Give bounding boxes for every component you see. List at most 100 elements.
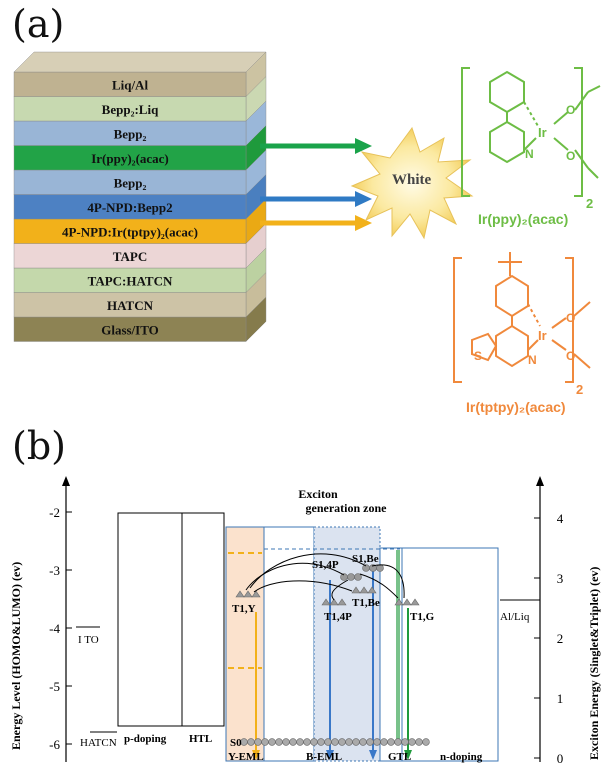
left-tick-label: -2 — [49, 505, 60, 520]
yellow-arrow-head — [355, 215, 372, 231]
exciton-zone-label-2: generation zone — [306, 501, 388, 515]
panel-b-label: (b) — [12, 424, 66, 468]
emission-arrows — [260, 138, 372, 231]
hatcn-label: HATCN — [80, 737, 117, 749]
s0-label: S0 — [230, 737, 242, 749]
s0-circle — [408, 738, 416, 746]
right-tick-label: 3 — [557, 571, 564, 586]
layer-label: Bepp₂:Liq — [102, 102, 159, 117]
b-eml-label: B-EML — [306, 751, 342, 763]
right-tick-label: 2 — [557, 631, 564, 646]
layer-front — [13, 194, 247, 220]
s0-circle — [289, 738, 297, 746]
s0-circle — [387, 738, 395, 746]
yellow-transition-head — [252, 750, 260, 760]
s0-circle — [268, 738, 276, 746]
layer-front — [13, 218, 247, 244]
layer-label: TAPC:HATCN — [88, 273, 173, 288]
panel-a-label: (a) — [12, 2, 65, 46]
layer-label: Glass/ITO — [101, 322, 159, 337]
layer-front — [13, 96, 247, 122]
t1-g-label: T1,G — [410, 611, 435, 623]
t1-y-label: T1,Y — [232, 603, 256, 615]
blue-transition-1-head — [326, 750, 334, 760]
layer-label: 4P-NPD:Ir(tptpy)₂(acac) — [62, 224, 198, 239]
layer-label: Liq/Al — [112, 77, 149, 92]
p-doping-label: p-doping — [124, 733, 167, 745]
s0-circle — [415, 738, 423, 746]
right-tick-label: 1 — [557, 691, 564, 706]
layer-label: 4P-NPD:Bepp2 — [87, 200, 172, 215]
green-arrow-head — [355, 138, 372, 154]
left-ticks: -2 -3 -4 -5 -6 — [49, 505, 72, 752]
left-tick-label: -5 — [49, 679, 60, 694]
layer-front — [13, 120, 247, 146]
molecule-1-name: Ir(ppy)₂(acac) — [478, 211, 568, 227]
htl-box — [181, 512, 225, 727]
s0-circle — [366, 738, 374, 746]
right-tick-label: 4 — [557, 511, 564, 526]
gtl-label: GTL — [388, 751, 411, 763]
ir-tptpy-molecule — [453, 252, 591, 383]
layer-front — [13, 316, 247, 342]
s1-be-label: S1,Be — [352, 553, 379, 565]
s0-circle — [422, 738, 430, 746]
state-markers — [235, 564, 420, 606]
layer-label: Bepp₂ — [114, 175, 147, 190]
layer-label: Bepp₂ — [114, 126, 147, 141]
s0-circle — [331, 738, 339, 746]
s0-circle — [303, 738, 311, 746]
y-right-label: Exciton Energy (Singlet&Triplet) (ev) — [587, 567, 601, 760]
right-tick-label: 0 — [557, 751, 564, 766]
energy-transfer-arrows — [245, 553, 405, 601]
left-tick-label: -3 — [49, 563, 60, 578]
panel-a-figure: Glass/ITOHATCNTAPC:HATCNTAPC4P-NPD:Ir(tp… — [13, 51, 601, 415]
right-axis-arrow — [536, 476, 544, 486]
ir-atom-2: Ir — [538, 328, 547, 343]
right-ticks: 4 3 2 1 0 — [534, 511, 564, 766]
stack-top-face — [13, 51, 267, 73]
s0-circle — [275, 738, 283, 746]
white-label: White — [392, 172, 432, 188]
s0-circle — [254, 738, 262, 746]
s0-circle — [352, 738, 360, 746]
s0-circle — [310, 738, 318, 746]
blue-arrow-head — [355, 191, 372, 207]
s0-circle — [380, 738, 388, 746]
ir-atom-1: Ir — [538, 125, 547, 140]
subscript-2: 2 — [576, 382, 583, 397]
s0-circle — [345, 738, 353, 746]
left-tick-label: -4 — [49, 621, 60, 636]
layer-front — [13, 292, 247, 318]
layer-front — [13, 71, 247, 97]
left-tick-label: -6 — [49, 737, 60, 752]
spacer-box — [263, 526, 315, 762]
y-left-label: Energy Level (HOMO&LUMO) (ev) — [9, 562, 23, 750]
blue-transition-2-head — [369, 750, 377, 760]
s0-circle — [247, 738, 255, 746]
exciton-zone-label-1: Exciton — [298, 487, 338, 501]
o-atom-1b: O — [566, 149, 575, 163]
n-atom-2: N — [528, 353, 537, 367]
o-atom-2a: O — [566, 311, 575, 325]
s0-circle — [317, 738, 325, 746]
layer-front — [13, 243, 247, 269]
gtl-green-bar — [396, 550, 400, 740]
s0-circle — [401, 738, 409, 746]
molecule-2-name: Ir(tptpy)₂(acac) — [466, 399, 566, 415]
s1-4p-label: S1,4P — [312, 559, 339, 571]
t1-4p-label: T1,4P — [324, 611, 352, 623]
p-doping-box — [117, 512, 183, 727]
left-axis-arrow — [62, 476, 70, 486]
s0-circle — [261, 738, 269, 746]
s0-circle — [373, 738, 381, 746]
s0-circle — [338, 738, 346, 746]
s0-state-row — [240, 738, 430, 746]
n-doping-label: n-doping — [440, 751, 483, 763]
ito-label: I TO — [78, 634, 99, 646]
t1-be-label: T1,Be — [352, 597, 380, 609]
s0-circle — [359, 738, 367, 746]
ir-ppy-molecule — [461, 67, 601, 197]
s-atom: S — [474, 349, 482, 363]
white-starburst — [350, 126, 474, 240]
